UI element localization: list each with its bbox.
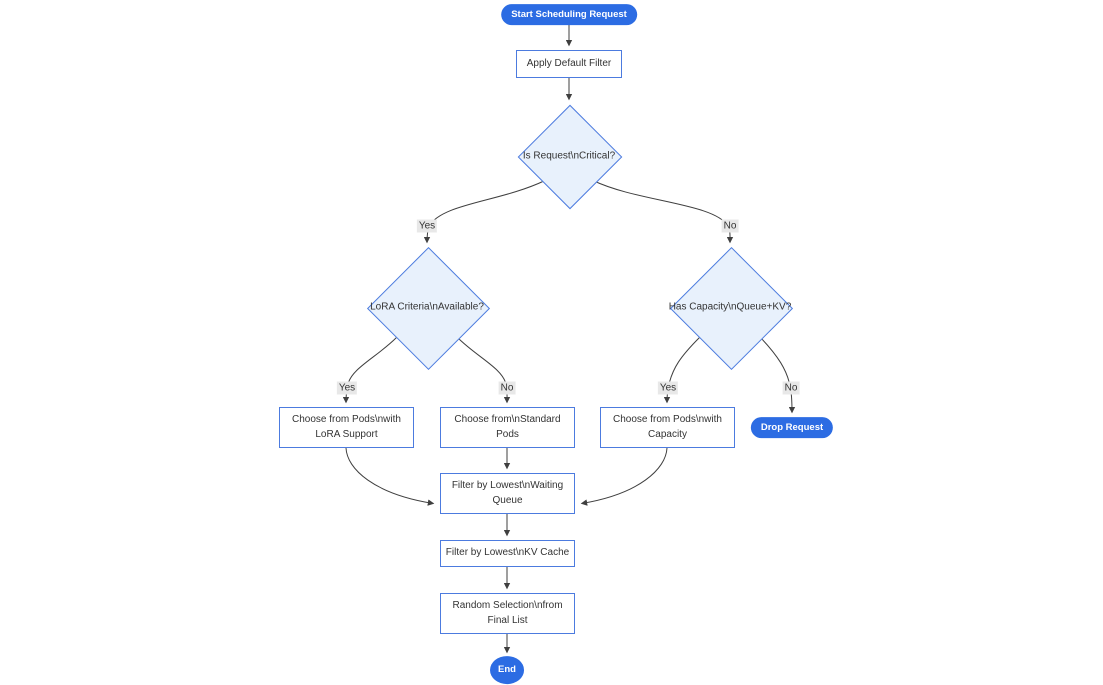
node-filter-waiting-queue: Filter by Lowest\nWaiting Queue [440, 473, 575, 514]
node-filter-kv-cache: Filter by Lowest\nKV Cache [440, 540, 575, 567]
edge-is-critical-no [592, 180, 734, 244]
node-random-selection: Random Selection\nfrom Final List [440, 593, 575, 634]
node-lora-criteria-label: LoRA Criteria\nAvailable? [370, 301, 484, 313]
edge-capacity-pods-to-filter [580, 447, 668, 506]
node-choose-standard-pods: Choose from\nStandard Pods [440, 407, 575, 448]
edge-label-critical-no: No [721, 219, 739, 233]
edge-is-critical-yes [423, 180, 546, 244]
edge-label-capacity-yes: Yes [657, 381, 679, 395]
node-start-scheduling-request: Start Scheduling Request [501, 3, 637, 26]
edge-label-lora-no: No [498, 381, 516, 395]
edge-label-lora-yes: Yes [336, 381, 358, 395]
node-end: End [490, 656, 524, 684]
edge-capacity-no [760, 337, 796, 414]
edge-label-capacity-no: No [782, 381, 800, 395]
node-apply-default-filter: Apply Default Filter [516, 50, 622, 78]
edge-lora-pods-to-filter [345, 447, 435, 506]
node-is-critical-label: Is Request\nCritical? [522, 150, 616, 162]
node-choose-capacity-pods: Choose from Pods\nwith Capacity [600, 407, 735, 448]
node-drop-request: Drop Request [750, 416, 834, 439]
node-has-capacity-label: Has Capacity\nQueue+KV? [668, 301, 792, 313]
edge-label-critical-yes: Yes [416, 219, 438, 233]
node-choose-lora-pods: Choose from Pods\nwith LoRA Support [279, 407, 414, 448]
